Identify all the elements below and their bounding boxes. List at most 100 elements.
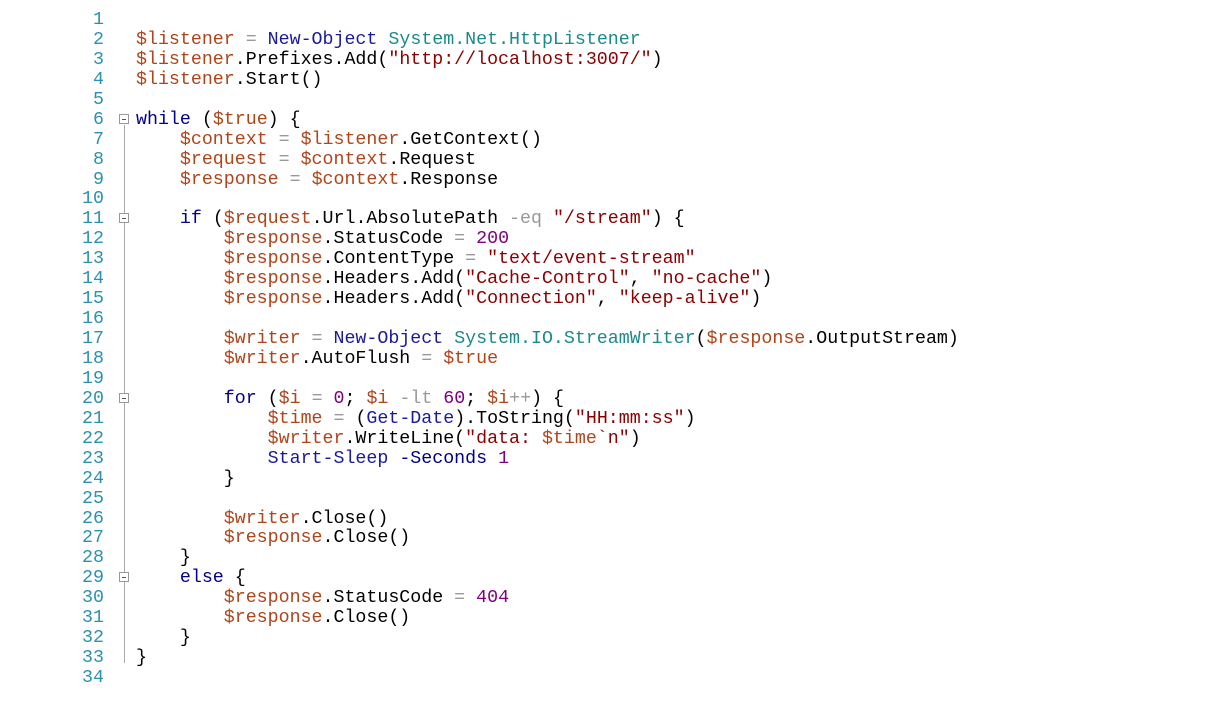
code-text: else {	[136, 568, 246, 588]
line-number: 29	[82, 568, 104, 589]
code-token	[542, 209, 553, 229]
line-number: 12	[82, 229, 104, 250]
code-token	[136, 429, 268, 449]
code-token: }	[136, 548, 191, 569]
code-token: $writer	[223, 508, 301, 529]
line-number: 21	[82, 408, 104, 429]
code-token: ) {	[267, 109, 301, 130]
code-token: =	[443, 588, 477, 609]
code-token	[136, 449, 268, 469]
line-number: 19	[82, 368, 104, 389]
code-token: }	[136, 648, 147, 669]
code-token: -lt	[388, 388, 444, 409]
code-token: =	[454, 249, 488, 270]
line-number: 31	[82, 608, 104, 629]
code-token: ) {	[531, 388, 564, 409]
code-text: }	[136, 648, 147, 668]
code-token: .Close()	[322, 608, 411, 629]
line-number: 5	[93, 89, 104, 110]
line-number: 1	[93, 10, 104, 30]
code-token: $listener	[300, 129, 400, 150]
code-token: )	[684, 408, 696, 429]
code-token: else	[179, 568, 224, 589]
code-token	[136, 249, 224, 269]
code-token: $time	[541, 428, 597, 449]
code-token: $true	[212, 109, 268, 130]
code-text: $listener.Start()	[136, 70, 323, 90]
code-text: $response.StatusCode = 404	[136, 588, 509, 608]
code-token: New-Object	[267, 29, 378, 50]
code-token: .ContentType	[322, 249, 455, 270]
code-token: 1	[498, 448, 510, 469]
code-token: =	[234, 29, 268, 50]
line-number: 6	[93, 109, 104, 130]
code-token: (	[695, 329, 707, 350]
code-token: 404	[476, 588, 510, 609]
code-token	[136, 209, 180, 229]
code-text: $writer = New-Object System.IO.StreamWri…	[136, 329, 959, 349]
code-token: {	[223, 568, 246, 589]
code-token	[377, 30, 388, 50]
code-token: "/stream"	[552, 209, 652, 230]
code-token: $response	[223, 528, 323, 549]
code-token: $response	[706, 329, 806, 350]
code-token: )	[651, 49, 663, 70]
code-token	[136, 528, 224, 548]
code-token: "text/event-stream"	[487, 249, 696, 270]
code-token: .Response	[399, 169, 499, 190]
code-token: $writer	[223, 348, 301, 369]
collapse-icon[interactable]	[119, 113, 129, 124]
line-number: 15	[82, 289, 104, 310]
code-text: for ($i = 0; $i -lt 60; $i++) {	[136, 389, 564, 409]
code-token: ).ToString(	[454, 408, 575, 429]
code-token: "no-cache"	[651, 269, 762, 290]
code-token	[136, 509, 224, 529]
code-token: .StatusCode	[322, 588, 444, 609]
code-token: $time	[267, 408, 323, 429]
line-number: 7	[93, 129, 104, 150]
code-token: "Connection"	[465, 289, 597, 310]
collapse-icon[interactable]	[119, 572, 129, 583]
collapse-icon[interactable]	[119, 213, 129, 224]
code-text: $context = $listener.GetContext()	[136, 130, 542, 150]
code-token: ++	[509, 388, 532, 409]
code-token: for	[223, 388, 257, 409]
code-token: (	[190, 109, 213, 130]
code-token: .Start()	[234, 69, 323, 90]
line-number: 2	[93, 29, 104, 50]
code-text: $writer.AutoFlush = $true	[136, 349, 498, 369]
code-token: )	[629, 428, 641, 449]
code-token: .StatusCode	[322, 229, 444, 250]
code-text: $writer.Close()	[136, 508, 389, 529]
code-token: )	[750, 289, 762, 310]
line-number: 16	[82, 309, 104, 330]
code-text: $response.StatusCode = 200	[136, 229, 509, 249]
code-token: $i	[366, 388, 389, 409]
code-token: 60	[443, 388, 466, 409]
code-token	[136, 389, 224, 409]
code-text: $listener.Prefixes.Add("http://localhost…	[136, 50, 663, 70]
code-token	[136, 130, 180, 150]
code-token	[136, 409, 268, 429]
line-number: 17	[82, 329, 104, 350]
code-text: $response.Close()	[136, 528, 411, 549]
line-number: 30	[82, 588, 104, 609]
code-text: $listener = New-Object System.Net.HttpLi…	[136, 30, 641, 50]
code-token	[487, 449, 498, 469]
code-token: =	[443, 229, 477, 250]
code-token: Start-Sleep	[267, 448, 389, 469]
code-token: ,	[596, 289, 619, 310]
code-token: =	[410, 348, 444, 369]
code-token: =	[267, 149, 301, 170]
code-token: .WriteLine(	[344, 428, 466, 449]
line-number: 23	[82, 448, 104, 469]
line-number: 13	[82, 249, 104, 270]
code-token: 0	[333, 388, 345, 409]
code-token: =	[300, 388, 334, 409]
collapse-icon[interactable]	[119, 392, 129, 403]
line-number: 22	[82, 428, 104, 449]
code-token: ,	[629, 269, 652, 290]
code-token: "http://localhost:3007/"	[388, 49, 652, 70]
code-token: )	[761, 269, 773, 290]
code-token	[136, 170, 180, 190]
